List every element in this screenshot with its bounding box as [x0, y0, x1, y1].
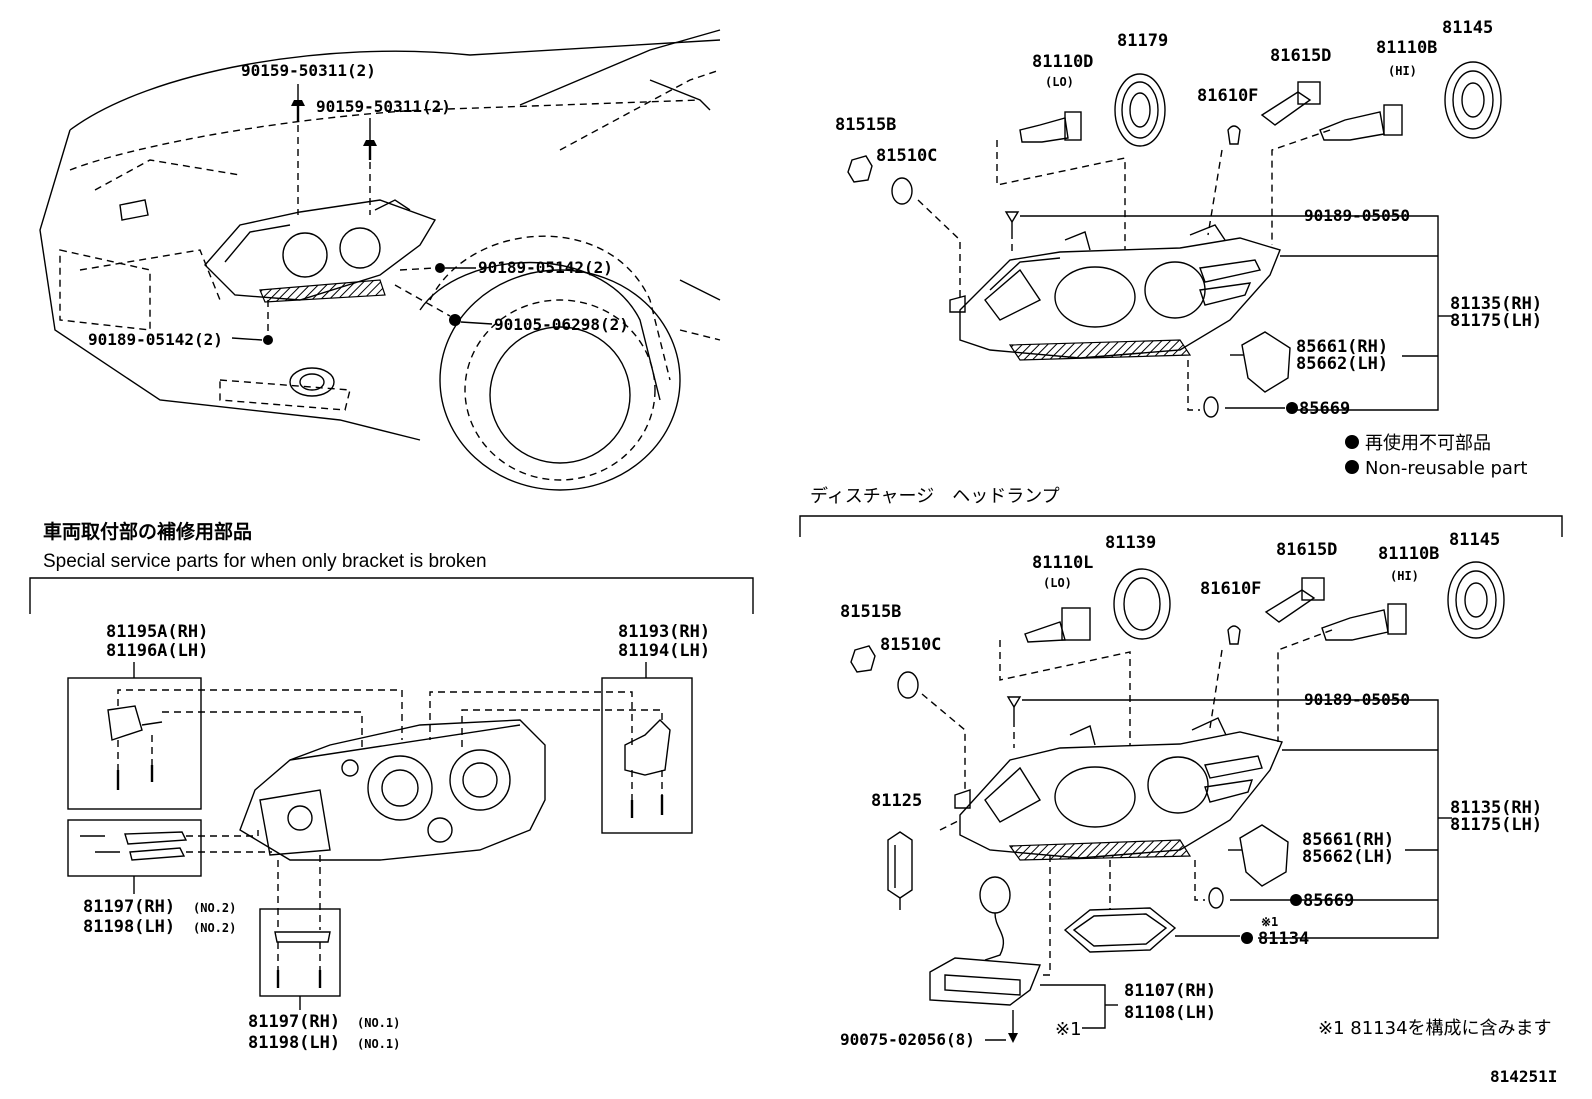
label-assy-lh: 81175(LH) [1450, 311, 1542, 331]
halogen-headlamp-assembly [847, 61, 1502, 418]
label-d-ballast-rh: 81107(RH) [1124, 981, 1216, 1001]
label-d-assy-lh: 81175(LH) [1450, 815, 1542, 835]
car-front-illustration [39, 29, 721, 491]
label-bulb-pos: 81610F [1197, 86, 1258, 106]
label-d-socket: 81615D [1276, 540, 1337, 560]
label-d-bulb-hi-sub: (HI) [1390, 569, 1419, 583]
discharge-headlamp-assembly: ディスチャージ ヘッドランプ [799, 486, 1563, 1043]
label-bulb-lo: 81110D [1032, 52, 1093, 72]
label-assy-rh: 81135(RH) [1450, 294, 1542, 314]
legend: 再使用不可部品 Non-reusable part [1345, 433, 1527, 479]
label-d-igniter: 81125 [871, 791, 922, 811]
label-d-assy-rh: 81135(RH) [1450, 798, 1542, 818]
label-bolt-1: 90159-50311(2) [241, 61, 376, 80]
label-kit-d-lh-no: (NO.1) [357, 1037, 400, 1051]
label-d-ballast-lh: 81108(LH) [1124, 1003, 1216, 1023]
label-kit-a-lh: 81196A(LH) [106, 641, 208, 661]
label-d-clip: 90189-05050 [1304, 690, 1410, 709]
label-clip-left: 90189-05142(2) [88, 330, 223, 349]
legend-bullet-icon [1345, 435, 1359, 449]
label-d-bulb-small: 81510C [880, 635, 941, 655]
label-d-cover-lo: 81139 [1105, 533, 1156, 553]
label-bulb-lo-sub: (LO) [1045, 75, 1074, 89]
halogen-headlamp-labels: 81110D (LO) 81179 81615D 81110B (HI) 811… [835, 18, 1542, 419]
label-d-actuator-rh: 85661(RH) [1302, 830, 1394, 850]
label-actuator-rh: 85661(RH) [1296, 337, 1388, 357]
label-cover-lo: 81179 [1117, 31, 1168, 51]
label-kit-c-rh-no: (NO.2) [193, 901, 236, 915]
discharge-headlamp-labels: 81110L (LO) 81139 81615D 81110B (HI) 811… [840, 530, 1557, 1086]
label-d-bulb-hi: 81110B [1378, 544, 1439, 564]
label-nut: 90105-06298(2) [494, 315, 629, 334]
label-cover-hi: 81145 [1442, 18, 1493, 38]
label-d-bulb-lo-sub: (LO) [1043, 576, 1072, 590]
label-clip-right: 90189-05142(2) [478, 258, 613, 277]
label-kit-d-lh: 81198(LH) [248, 1033, 340, 1053]
label-kit-c-lh-no: (NO.2) [193, 921, 236, 935]
label-bolt-2: 90159-50311(2) [316, 97, 451, 116]
label-d-ballast-note: ※1 [1055, 1019, 1082, 1040]
label-oring: 85669 [1299, 399, 1350, 419]
legend-text-jp: 再使用不可部品 [1365, 433, 1491, 454]
label-d-bulb-pos: 81610F [1200, 579, 1261, 599]
section-title-discharge: ディスチャージ ヘッドランプ [810, 486, 1060, 507]
legend-bullet-icon [1345, 460, 1359, 474]
section-title-jp: 車両取付部の補修用部品 [43, 520, 252, 543]
label-d-bulb-lo: 81110L [1032, 553, 1093, 573]
label-d-cover-hi: 81145 [1449, 530, 1500, 550]
label-clip: 90189-05050 [1304, 206, 1410, 225]
footnote: ※1 81134を構成に含みます [1318, 1018, 1552, 1039]
car-front-labels: 90159-50311(2) 90159-50311(2) 90189-0514… [88, 61, 629, 349]
bracket-repair-section: 車両取付部の補修用部品 Special service parts for wh… [29, 520, 754, 1010]
label-d-socket-small: 81515B [840, 602, 901, 622]
diagram-id: 814251I [1490, 1067, 1557, 1086]
label-d-actuator-lh: 85662(LH) [1302, 847, 1394, 867]
label-d-gasket: 81134 [1258, 929, 1309, 949]
label-bulb-small: 81510C [876, 146, 937, 166]
bracket-repair-labels: 81195A(RH) 81196A(LH) 81193(RH) 81194(LH… [83, 622, 710, 1053]
label-d-screw: 90075-02056(8) [840, 1030, 975, 1049]
label-actuator-lh: 85662(LH) [1296, 354, 1388, 374]
label-bulb-hi: 81110B [1376, 38, 1437, 58]
legend-text-en: Non-reusable part [1365, 458, 1527, 479]
label-socket: 81615D [1270, 46, 1331, 66]
label-kit-d-rh: 81197(RH) [248, 1012, 340, 1032]
label-d-oring: 85669 [1303, 891, 1354, 911]
label-kit-d-rh-no: (NO.1) [357, 1016, 400, 1030]
label-socket-small: 81515B [835, 115, 896, 135]
label-bulb-hi-sub: (HI) [1388, 64, 1417, 78]
car-front-fasteners [231, 84, 493, 345]
label-d-note-mark: ※1 [1261, 915, 1278, 929]
section-title-en: Special service parts for when only brac… [43, 551, 487, 572]
label-kit-a-rh: 81195A(RH) [106, 622, 208, 642]
label-kit-b-lh: 81194(LH) [618, 641, 710, 661]
label-kit-b-rh: 81193(RH) [618, 622, 710, 642]
label-kit-c-rh: 81197(RH) [83, 897, 175, 917]
label-kit-c-lh: 81198(LH) [83, 917, 175, 937]
